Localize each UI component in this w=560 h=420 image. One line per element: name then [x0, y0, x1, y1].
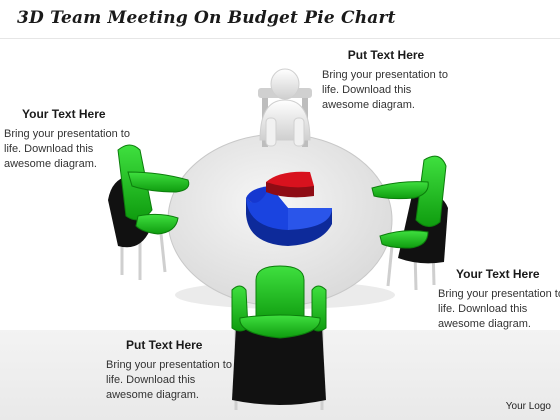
logo-placeholder: Your Logo	[505, 401, 551, 412]
text-block-body: Bring your presentation to life. Downloa…	[438, 288, 560, 330]
text-block-body: Bring your presentation to life. Downloa…	[4, 128, 130, 170]
green-chair-left	[108, 144, 190, 280]
text-block-heading: Put Text Here	[126, 338, 203, 352]
budget-pie-icon	[246, 171, 332, 246]
green-chair-right	[371, 155, 448, 291]
text-block-body: Bring your presentation to life. Downloa…	[322, 69, 448, 111]
text-block-body: Bring your presentation to life. Downloa…	[106, 359, 232, 401]
text-block-top: Put Text Here Bring your presentation to…	[322, 48, 450, 113]
text-block-left: Your Text Here Bring your presentation t…	[4, 107, 132, 172]
text-block-bottom: Put Text Here Bring your presentation to…	[106, 338, 234, 403]
title-divider	[0, 38, 560, 39]
text-block-heading: Your Text Here	[456, 267, 540, 281]
text-block-heading: Put Text Here	[347, 48, 425, 62]
text-block-right: Your Text Here Bring your presentation t…	[438, 267, 560, 332]
green-chair-front	[231, 265, 327, 410]
white-figure	[258, 68, 312, 147]
text-block-heading: Your Text Here	[22, 107, 106, 121]
page-title: 3D Team Meeting On Budget Pie Chart	[17, 8, 396, 28]
